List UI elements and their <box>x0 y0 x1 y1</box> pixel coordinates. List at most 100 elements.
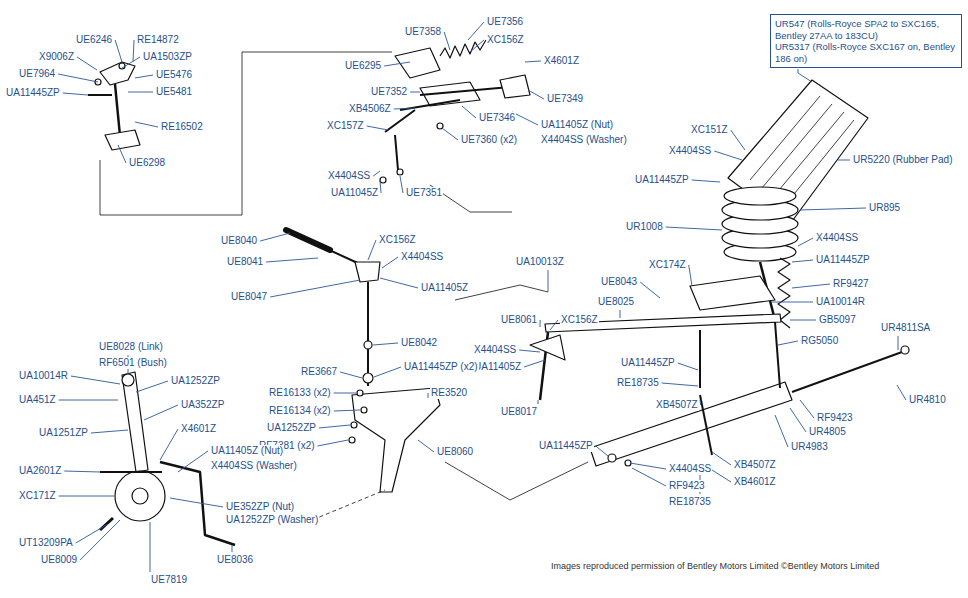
part-number: X4404SS <box>668 463 712 475</box>
leader-line <box>232 545 233 552</box>
part-number: RE3520 <box>430 387 468 399</box>
part-number: RE16133 (x2) <box>268 387 332 399</box>
part-number: RG5050 <box>800 335 839 347</box>
part-number: UE7358 <box>404 26 442 38</box>
part-number: UE8047 <box>230 291 268 303</box>
bracket <box>690 276 775 310</box>
leader-line <box>800 400 814 418</box>
rod <box>367 282 369 386</box>
credit-note: Images reproduced permission of Bentley … <box>550 560 880 572</box>
fitting <box>122 374 134 386</box>
leader-line <box>373 171 380 176</box>
leader-line <box>80 520 120 560</box>
leader-line <box>640 282 660 298</box>
part-number: UA11445ZP <box>634 174 690 186</box>
leader-line <box>548 270 549 292</box>
leader-line <box>128 92 153 93</box>
part-number: X4404SS <box>400 251 444 263</box>
clip <box>105 130 140 150</box>
part-number: UE8036 <box>216 554 254 566</box>
leader-line <box>59 400 118 401</box>
leader-line <box>368 240 376 260</box>
part-number: RE18735 <box>616 377 660 389</box>
leader-line <box>800 208 866 210</box>
part-number: UA10014R <box>815 296 866 308</box>
leader-line <box>136 381 168 392</box>
part-number: GB5097 <box>818 314 857 326</box>
leader-line <box>178 451 208 472</box>
part-number: UE8041 <box>226 256 264 268</box>
bellows <box>724 187 796 205</box>
leader-line <box>596 446 608 456</box>
part-number: UA11405Z (Nut) <box>210 445 284 457</box>
part-number: UE7360 (x2) <box>460 134 518 146</box>
note-box: UR547 (Rolls-Royce SPA2 to SXC165, Bentl… <box>770 14 962 68</box>
leader-line <box>620 310 621 318</box>
leader-line <box>76 524 108 543</box>
part-number: UR1008 <box>625 221 664 233</box>
leader-line <box>410 92 420 93</box>
bolt <box>100 471 162 473</box>
leader-line <box>340 372 362 378</box>
part-number: UA11445ZP <box>620 357 676 369</box>
leader-line <box>334 393 356 394</box>
rod <box>792 352 902 392</box>
crank-plate <box>530 335 565 360</box>
leader-line <box>712 452 731 465</box>
bellcrank <box>352 388 440 492</box>
part-number: X4404SS <box>473 344 517 356</box>
leader-line <box>374 367 401 377</box>
part-number: UR4983 <box>790 441 829 453</box>
rod <box>290 232 362 265</box>
leader-line <box>692 180 720 182</box>
leader-line <box>367 126 388 130</box>
leader-line <box>394 108 415 109</box>
part-number: UE7349 <box>546 93 584 105</box>
part-number: UA352ZP <box>180 399 225 411</box>
leader-line <box>468 22 484 40</box>
part-number: UR895 <box>868 202 901 214</box>
part-number: UE7346 <box>478 112 516 124</box>
part-number: UA11445ZP (x2) <box>403 361 479 373</box>
leader-line <box>731 130 745 150</box>
part-number: XB4506Z <box>348 103 392 115</box>
part-note: UR547 (Rolls-Royce SPA2 to SXC165, Bentl… <box>775 18 957 41</box>
leader-line <box>133 40 134 62</box>
leader-line <box>470 40 484 52</box>
leader-line <box>71 376 120 384</box>
leader-line <box>462 106 476 118</box>
part-number: UA10013Z <box>515 256 565 268</box>
part-number: XB4601Z <box>733 476 777 488</box>
link <box>699 330 701 388</box>
nut <box>380 177 386 183</box>
part-number: UE7352 <box>370 86 408 98</box>
leader-line <box>700 400 702 405</box>
leader-line <box>135 75 153 78</box>
leader-line <box>58 74 98 82</box>
leader-line <box>666 227 722 230</box>
washer <box>397 169 403 175</box>
part-number: UE7351 <box>405 187 443 199</box>
lever <box>122 372 148 472</box>
part-number: UE352ZP (Nut) <box>225 501 295 513</box>
part-number: UA451Z <box>18 394 57 406</box>
spring <box>440 40 486 58</box>
leader-line <box>662 383 698 386</box>
part-number: UE5476 <box>155 69 193 81</box>
leader-line <box>678 363 698 370</box>
washer <box>357 390 363 396</box>
leader-line <box>897 385 906 400</box>
leader-line <box>524 360 545 367</box>
nut <box>119 63 125 69</box>
part-number: UE7356 <box>486 16 524 28</box>
part-number: UR4810 <box>908 394 947 406</box>
leader-line <box>135 122 158 127</box>
leader-line <box>792 284 830 288</box>
leader-line <box>778 341 798 345</box>
leader-line <box>144 405 178 420</box>
part-number: X4404SS (Washer) <box>210 460 298 472</box>
leader-line <box>150 522 151 572</box>
part-number: UE8025 <box>597 296 635 308</box>
part-number: UE8017 <box>500 406 538 418</box>
